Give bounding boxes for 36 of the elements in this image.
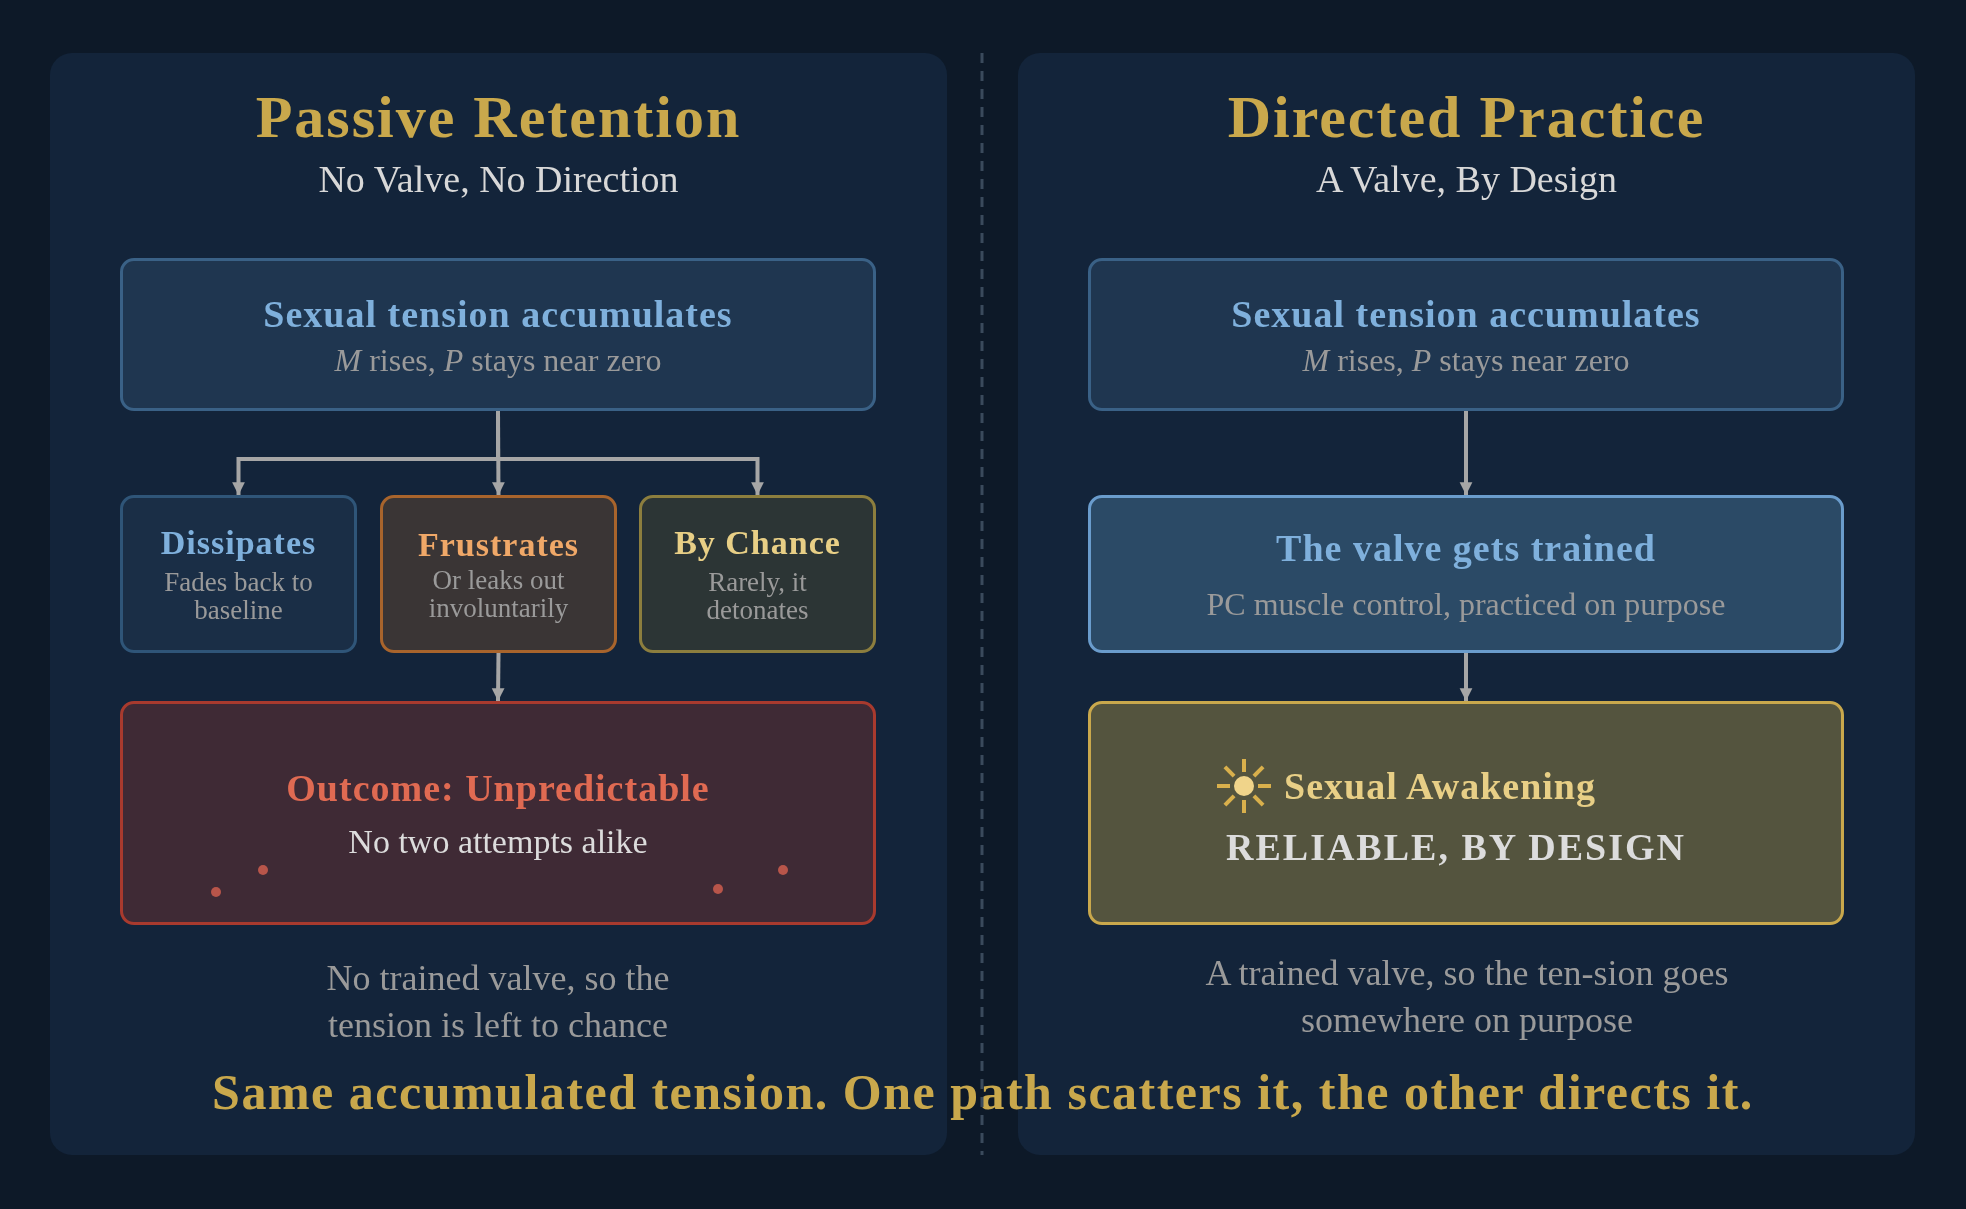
summary-text: Same accumulated tension. One path scatters it, the other directs it. bbox=[211, 1063, 1755, 1122]
box-heading: Sexual Awakening bbox=[1284, 764, 1596, 809]
panel-title: Passive Retention bbox=[255, 83, 742, 152]
box-description: M rises, P stays near zero bbox=[334, 343, 662, 378]
arrow bbox=[496, 411, 764, 495]
outcome-option-box bbox=[639, 495, 876, 653]
result-box bbox=[1088, 701, 1844, 925]
panel-note: No trained valve, so the tension is left to chance bbox=[325, 957, 671, 1047]
panel-title: Directed Practice bbox=[1227, 83, 1706, 152]
arrow bbox=[1459, 653, 1473, 701]
arrow bbox=[1459, 411, 1473, 495]
panel-subtitle: A Valve, By Design bbox=[1315, 157, 1618, 201]
box-description: Rarely, it detonates bbox=[705, 567, 810, 625]
box-heading: Sexual tension accumulates bbox=[1231, 291, 1701, 336]
process-box bbox=[1088, 495, 1844, 653]
box-heading: Frustrates bbox=[417, 525, 580, 564]
box-description: PC muscle control, practiced on purpose bbox=[1206, 588, 1726, 622]
box-heading: Sexual tension accumulates bbox=[263, 291, 733, 336]
box-description: No two attempts alike bbox=[348, 824, 648, 860]
panel-subtitle: No Valve, No Direction bbox=[318, 157, 679, 201]
arrow bbox=[491, 652, 505, 702]
box-heading: By Chance bbox=[674, 523, 841, 562]
box-description: M rises, P stays near zero bbox=[1302, 343, 1630, 378]
process-box bbox=[1088, 258, 1844, 411]
box-description: RELIABLE, BY DESIGN bbox=[1226, 828, 1686, 868]
outcome-option-box bbox=[380, 495, 617, 653]
box-heading: Outcome: Unpredictable bbox=[286, 766, 710, 811]
outcome-option-box bbox=[120, 495, 357, 653]
box-description: Or leaks out involuntarily bbox=[427, 565, 570, 623]
panel-card bbox=[50, 53, 947, 1155]
panel-note: A trained valve, so the ten-sion goes somewhere on purpose bbox=[1204, 952, 1730, 1042]
box-heading: The valve gets trained bbox=[1276, 526, 1656, 571]
process-box bbox=[120, 258, 876, 411]
result-box bbox=[120, 701, 876, 925]
box-description: Fades back to baseline bbox=[163, 567, 314, 625]
box-heading: Dissipates bbox=[160, 523, 317, 562]
